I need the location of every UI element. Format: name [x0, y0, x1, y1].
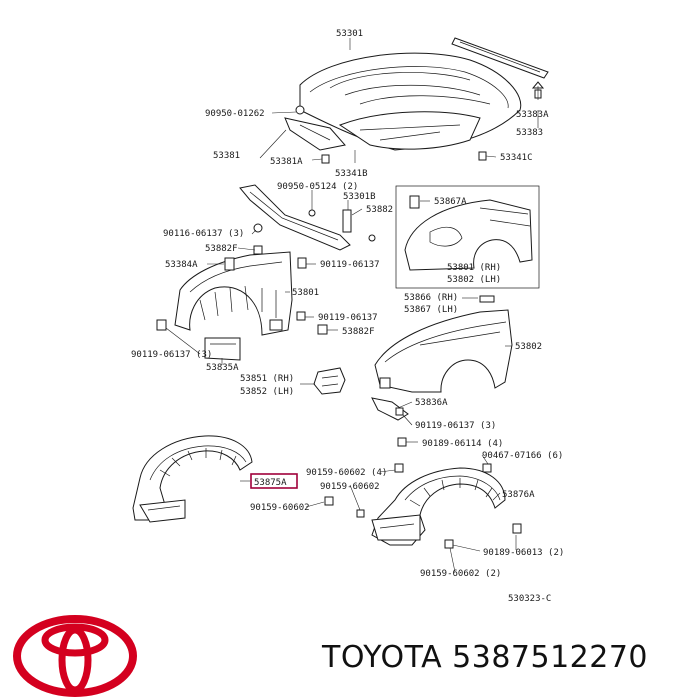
label-53852: 53852 (LH) [240, 387, 294, 397]
label-90950-05124: 90950-05124 (2) [277, 182, 358, 192]
label-53802: 53802 [515, 342, 542, 352]
label-90159-60602-c: 90159-60602 [250, 503, 310, 513]
left-fender [156, 251, 328, 361]
label-90159-60602-b: 90159-60602 [320, 482, 380, 492]
toyota-logo-icon [13, 615, 137, 697]
label-90467-07166: 90467-07166 (6) [482, 451, 563, 461]
label-53383A: 53383A [516, 110, 549, 120]
label-90189-06013: 90189-06013 (2) [483, 548, 564, 558]
label-90189-06114: 90189-06114 (4) [422, 439, 503, 449]
label-53341C: 53341C [500, 153, 533, 163]
label-53801: 53801 [292, 288, 319, 298]
fender-brackets [313, 367, 522, 549]
brand-part-number: TOYOTA 5387512270 [322, 640, 649, 675]
label-53383: 53383 [516, 128, 543, 138]
label-53381: 53381 [213, 151, 240, 161]
label-90159-60602-d: 90159-60602 (2) [420, 569, 501, 579]
left-fender-liner [132, 435, 253, 523]
label-53301: 53301 [336, 29, 363, 39]
label-90119-06137-c: 90119-06137 (3) [131, 350, 212, 360]
label-53384A: 53384A [165, 260, 198, 270]
part-labels: 53301 90950-01262 53381 53381A 53383A 53… [131, 29, 564, 604]
label-90119-06137-a: 90119-06137 [320, 260, 380, 270]
label-53867: 53867 (LH) [404, 305, 458, 315]
label-53801-rh-inset: 53801 (RH) [447, 263, 501, 273]
label-90119-06137-b: 90119-06137 [318, 313, 378, 323]
label-90116-06137: 90116-06137 (3) [163, 229, 244, 239]
label-53876A: 53876A [502, 490, 535, 500]
label-53867A: 53867A [434, 197, 467, 207]
label-53381A: 53381A [270, 157, 303, 167]
label-53836A: 53836A [415, 398, 448, 408]
label-53835A: 53835A [206, 363, 239, 373]
inset-car-box [395, 185, 540, 289]
label-90159-60602-a: 90159-60602 (4) [306, 468, 387, 478]
label-90119-06137-d: 90119-06137 (3) [415, 421, 496, 431]
right-fender [374, 295, 513, 393]
hood-cushion [284, 117, 346, 151]
right-fender-liner [371, 467, 506, 546]
diagram-reference: 530323-C [508, 594, 551, 604]
label-53851: 53851 (RH) [240, 374, 294, 384]
highlight-box-53875A [250, 473, 298, 489]
hood-seal [451, 37, 549, 79]
label-53882F-2: 53882F [342, 327, 375, 337]
label-53301B: 53301B [343, 192, 376, 202]
label-53875A: 53875A [254, 478, 287, 488]
label-53802-lh-inset: 53802 (LH) [447, 275, 501, 285]
label-90950-01262: 90950-01262 [205, 109, 265, 119]
hood-panel [299, 52, 522, 151]
label-53866: 53866 (RH) [404, 293, 458, 303]
label-53882: 53882 [366, 205, 393, 215]
label-53882F: 53882F [205, 244, 238, 254]
leader-lines [165, 38, 539, 573]
label-53341B: 53341B [335, 169, 368, 179]
